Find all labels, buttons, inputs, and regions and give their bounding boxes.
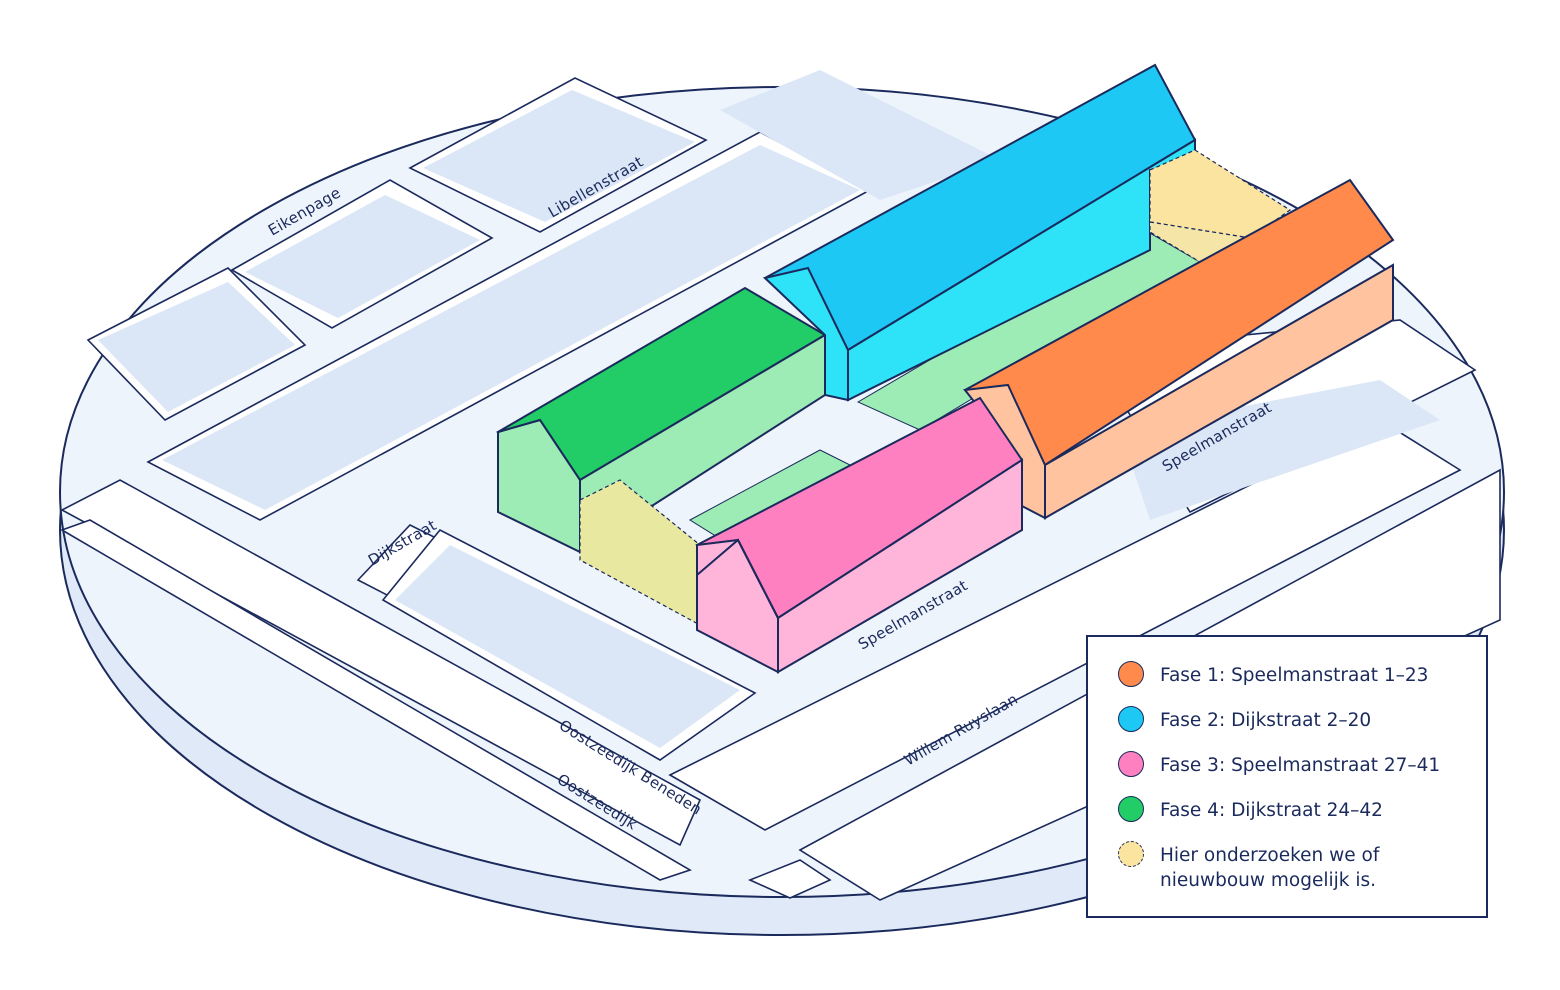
- legend-item-fase-4: Fase 4: Dijkstraat 24–42: [1118, 796, 1486, 823]
- legend-item-fase-3: Fase 3: Speelmanstraat 27–41: [1118, 751, 1486, 778]
- building-fase-2: [762, 63, 1197, 402]
- legend-label-fase-3: Fase 3: Speelmanstraat 27–41: [1160, 755, 1441, 776]
- legend-swatch-fase-1: [1118, 661, 1144, 687]
- legend-item-fase-2: Fase 2: Dijkstraat 2–20: [1118, 706, 1486, 733]
- legend-swatch-fase-2: [1118, 706, 1144, 732]
- legend-swatch-onderzoek: [1118, 841, 1144, 867]
- yellow-zone-1: [579, 479, 701, 627]
- map-legend: Fase 1: Speelmanstraat 1–23 Fase 2: Dijk…: [1086, 635, 1488, 918]
- legend-item-fase-1: Fase 1: Speelmanstraat 1–23: [1118, 661, 1486, 688]
- legend-label-fase-4: Fase 4: Dijkstraat 24–42: [1160, 800, 1383, 821]
- legend-swatch-fase-4: [1118, 796, 1144, 822]
- block-fills: [98, 70, 1440, 748]
- legend-item-onderzoek: Hier onderzoeken we of nieuwbouw mogelij…: [1118, 841, 1486, 893]
- legend-label-fase-2: Fase 2: Dijkstraat 2–20: [1160, 710, 1372, 731]
- building-fase-3: [695, 396, 1024, 674]
- building-fase-1: [963, 178, 1395, 520]
- legend-swatch-fase-3: [1118, 751, 1144, 777]
- legend-label-onderzoek: Hier onderzoeken we of nieuwbouw mogelij…: [1160, 845, 1380, 891]
- legend-label-fase-1: Fase 1: Speelmanstraat 1–23: [1160, 665, 1429, 686]
